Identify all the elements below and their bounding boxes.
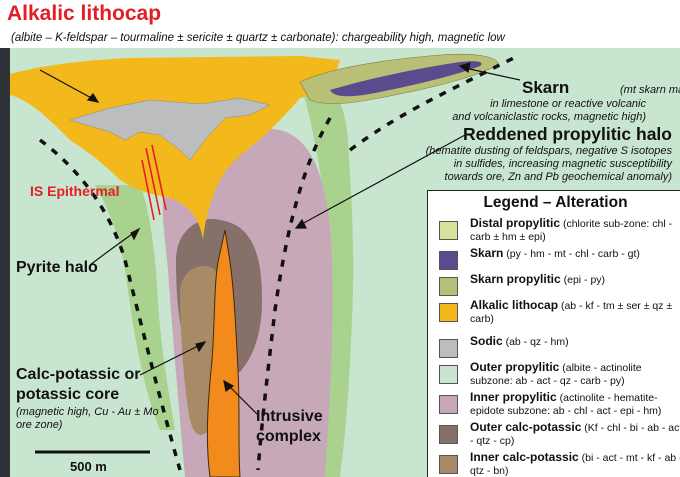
skarn-note-line3: and volcaniclastic rocks, magnetic high) — [452, 111, 646, 123]
legend-text: Inner calc-potassic (bi - act - mt - kf … — [470, 451, 680, 477]
legend-swatch — [439, 425, 458, 444]
legend-text: Alkalic lithocap (ab - kf - tm ± ser ± q… — [470, 299, 680, 325]
calc-potassic-label: Calc-potassic or potassic core — [16, 365, 186, 405]
calc-potassic-note: (magnetic high, Cu - Au ± Mo ore zone) — [16, 406, 176, 432]
legend-text: Outer propylitic (albite - actinolite su… — [470, 361, 680, 387]
legend-swatch — [439, 395, 458, 414]
lithocap-description: (albite – K-feldspar – tourmaline ± seri… — [11, 32, 505, 44]
legend-swatch — [439, 339, 458, 358]
legend-item-name: Sodic — [470, 334, 503, 348]
legend-swatch — [439, 221, 458, 240]
legend-item-name: Alkalic lithocap — [470, 298, 558, 312]
scale-bar-label: 500 m — [70, 459, 107, 474]
legend-text: Inner propylitic (actinolite - hematite-… — [470, 391, 680, 417]
legend-box: Legend – Alteration Distal propylitic (c… — [427, 190, 680, 477]
halo-note-line1: (hematite dusting of feldspars, negative… — [426, 145, 672, 157]
legend-swatch — [439, 303, 458, 322]
legend-swatch — [439, 277, 458, 296]
skarn-note-line1: (mt skarn may form — [620, 84, 680, 96]
legend-item-name: Inner calc-potassic — [470, 450, 579, 464]
pyrite-halo-label: Pyrite halo — [16, 257, 106, 278]
legend-item-description: (epi - py) — [561, 274, 605, 286]
legend-item-name: Skarn propylitic — [470, 272, 561, 286]
is-epithermal-label: IS Epithermal — [30, 183, 119, 199]
legend-swatch — [439, 251, 458, 270]
reddened-halo-label: Reddened propylitic halo — [463, 124, 672, 145]
legend-text: Skarn propylitic (epi - py) — [470, 273, 680, 287]
legend-item-description: (ab - qz - hm) — [503, 336, 569, 348]
legend-item-name: Distal propylitic — [470, 216, 560, 230]
legend-text: Sodic (ab - qz - hm) — [470, 335, 680, 349]
legend-swatch — [439, 365, 458, 384]
legend-item-description: (py - hm - mt - chl - carb - gt) — [503, 248, 640, 260]
legend-item-name: Inner propylitic — [470, 390, 557, 404]
page-title: Alkalic lithocap — [7, 2, 161, 26]
legend-item-name: Skarn — [470, 246, 503, 260]
legend-text: Skarn (py - hm - mt - chl - carb - gt) — [470, 247, 680, 261]
legend-title: Legend – Alteration — [428, 194, 680, 212]
halo-note-line3: towards ore, Zn and Pb geochemical anoma… — [445, 171, 672, 183]
skarn-note-line2: in limestone or reactive volcanic — [490, 98, 646, 110]
halo-note-line2: in sulfides, increasing magnetic suscept… — [454, 158, 672, 170]
legend-text: Distal propylitic (chlorite sub-zone: ch… — [470, 217, 680, 243]
legend-swatch — [439, 455, 458, 474]
legend-item-name: Outer calc-potassic — [470, 420, 581, 434]
skarn-label: Skarn — [522, 78, 569, 98]
legend-text: Outer calc-potassic (Kf - chl - bi - ab … — [470, 421, 680, 447]
legend-item-name: Outer propylitic — [470, 360, 559, 374]
intrusive-complex-label: Intrusive complex — [256, 407, 356, 447]
